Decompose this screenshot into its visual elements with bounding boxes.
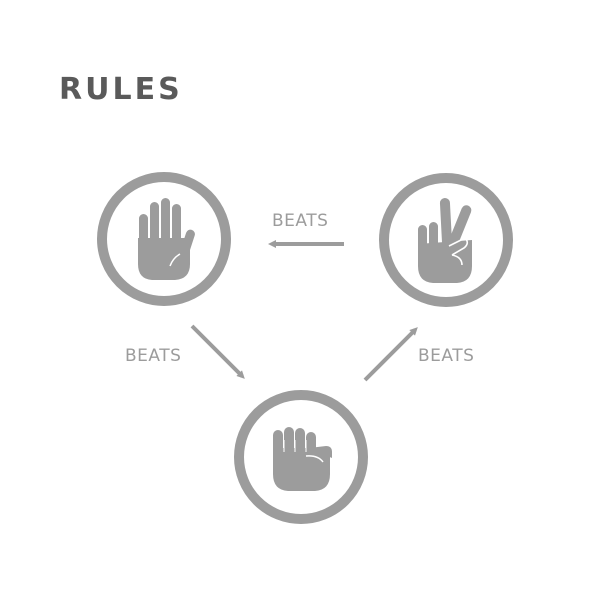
scissors-ring (379, 173, 513, 307)
beats-label-right: BEATS (418, 346, 474, 366)
rock-ring (234, 390, 368, 524)
hand-paper-icon (138, 198, 195, 280)
paper-ring (97, 172, 231, 306)
scissors-choice[interactable] (379, 173, 513, 307)
hand-scissors-icon (418, 198, 472, 283)
beats-label-left: BEATS (125, 346, 181, 366)
rules-title: RULES (59, 72, 183, 107)
arrow-rock-beats-scissors (363, 327, 418, 382)
arrow-paper-beats-rock (190, 324, 245, 379)
rock-choice[interactable] (234, 390, 368, 524)
arrow-line (190, 324, 245, 379)
hand-rock-icon (273, 427, 332, 491)
beats-label-top: BEATS (272, 211, 328, 231)
arrow-line (363, 327, 418, 382)
paper-choice[interactable] (97, 172, 231, 306)
